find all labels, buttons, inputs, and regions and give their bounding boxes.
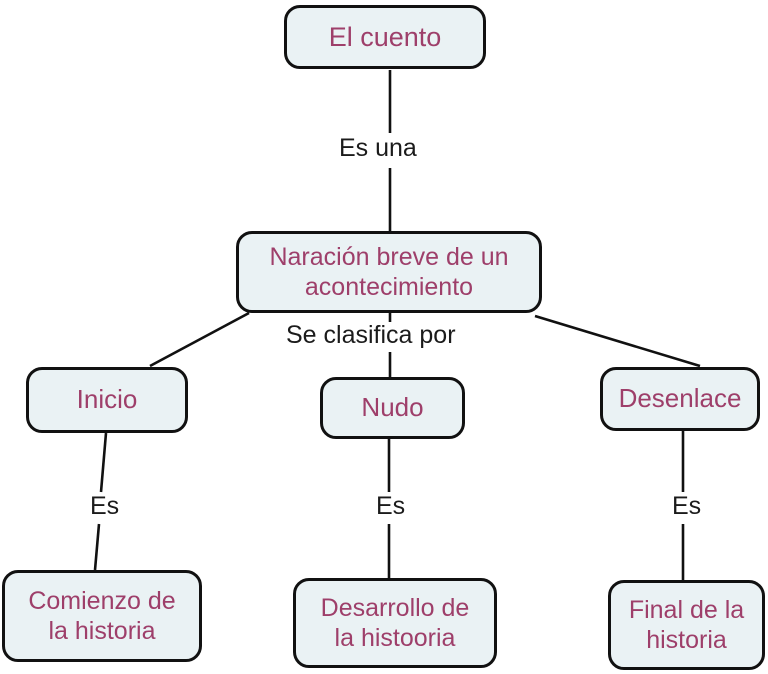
node-desarrollo-de-la-historia[interactable]: Desarrollo de la histooria (293, 578, 497, 668)
node-desenlace[interactable]: Desenlace (600, 367, 760, 431)
node-naracion-breve[interactable]: Naración breve de un acontecimiento (236, 231, 542, 313)
node-nudo[interactable]: Nudo (320, 377, 465, 439)
node-label: Final de la historia (628, 595, 745, 655)
edge-label-es-nudo: Es (371, 493, 411, 520)
node-label: Comienzo de la historia (28, 586, 176, 646)
edge-inicio-comienzo-upper (99, 432, 108, 493)
edge-label-se-clasifica-por: Se clasifica por (281, 322, 461, 349)
edge-label-es-una: Es una (334, 135, 422, 162)
edge-label-es-inicio: Es (85, 493, 125, 520)
node-inicio[interactable]: Inicio (26, 367, 188, 433)
node-label: Naración breve de un acontecimiento (269, 242, 509, 302)
node-final-de-la-historia[interactable]: Final de la historia (608, 580, 765, 670)
edge-inicio-comienzo-lower (93, 523, 101, 571)
node-label: El cuento (328, 21, 442, 52)
node-label: Nudo (361, 392, 424, 423)
edge-def-inicio (149, 311, 250, 368)
node-comienzo-de-la-historia[interactable]: Comienzo de la historia (2, 570, 202, 662)
edge-def-desenlace (534, 314, 701, 368)
node-label: Desenlace (618, 383, 742, 414)
node-label: Inicio (76, 384, 138, 415)
node-label: Desarrollo de la histooria (320, 593, 470, 653)
edge-label-es-desenlace: Es (667, 493, 707, 520)
node-el-cuento[interactable]: El cuento (284, 5, 486, 69)
